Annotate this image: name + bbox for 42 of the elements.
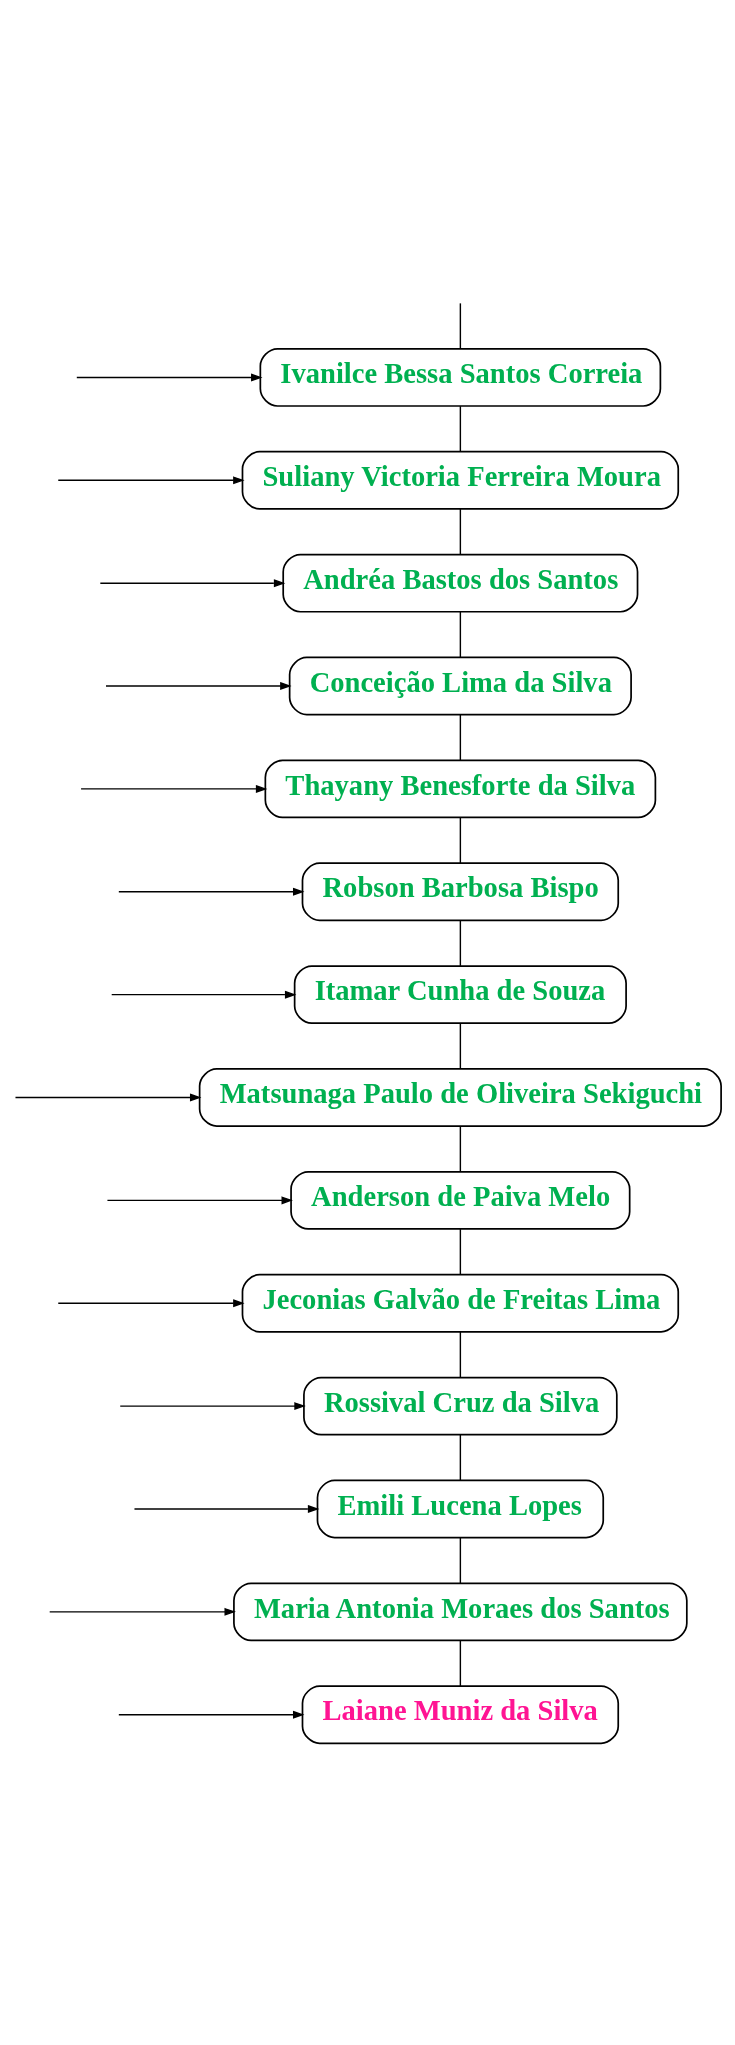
arrow [80,784,268,793]
connector [459,1228,462,1276]
arrow [57,476,245,485]
arrow [49,1607,236,1616]
node-box: Suliany Victoria Ferreira Moura [241,450,680,510]
arrow [133,1504,320,1513]
node-box: Ivanilce Bessa Santos Correia [259,348,662,407]
arrow [119,1402,306,1411]
node-box: Anderson de Paiva Melo [290,1170,631,1230]
arrow [105,682,292,691]
node-box: Robson Barbosa Bispo [301,862,620,922]
arrow [118,887,305,896]
connector [459,405,462,453]
node-box: Maria Antonia Moraes dos Santos [233,1582,688,1642]
node-box: Andréa Bastos dos Santos [282,553,639,613]
node-box: Rossival Cruz da Silva [303,1376,618,1436]
node-box: Laiane Muniz da Silva [301,1685,620,1745]
node-box: Matsunaga Paulo de Oliveira Sekiguchi [198,1068,722,1127]
connector [459,302,462,350]
arrow [57,1299,245,1308]
node-box: Emili Lucena Lopes [316,1479,605,1539]
connector [459,714,462,761]
connector [459,1639,462,1687]
arrow [76,373,263,382]
arrow [14,1093,202,1102]
connector [459,611,462,659]
connector [459,508,462,556]
connector [459,1022,462,1070]
node-box: Thayany Benesforte da Silva [264,759,657,819]
connector [459,1434,462,1481]
arrow [99,579,286,588]
connector [459,1125,462,1173]
node-box: Conceição Lima da Silva [288,656,632,716]
connector [459,1331,462,1379]
connector [459,816,462,864]
node-box: Itamar Cunha de Souza [293,965,627,1025]
node-box: Jeconias Galvão de Freitas Lima [241,1273,680,1333]
arrow [118,1710,305,1719]
connector [459,919,462,967]
arrow [111,990,297,999]
arrow [106,1196,293,1205]
connector [459,1537,462,1584]
